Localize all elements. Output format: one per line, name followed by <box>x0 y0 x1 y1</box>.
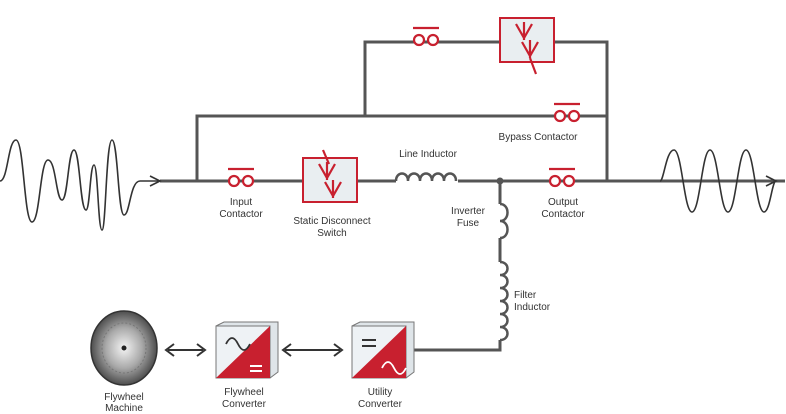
static-switch-label-line1: Static Disconnect <box>293 216 370 227</box>
bypass-line <box>195 114 609 181</box>
inverter-fuse-label-line1: Inverter <box>451 206 486 217</box>
utility-converter-icon <box>351 321 415 379</box>
filter-inductor-label-line1: Filter <box>514 290 537 301</box>
output-contactor-label-line1: Output <box>548 197 578 208</box>
filter-inductor-icon <box>499 260 509 342</box>
inverter-fuse-label-line2: Fuse <box>457 218 480 229</box>
flywheel-converter-icon <box>215 321 279 379</box>
flywheel-converter-label-line1: Flywheel <box>224 387 263 398</box>
output-contactor-label-line2: Contactor <box>541 209 585 220</box>
input-contactor-icon <box>227 167 255 188</box>
output-contactor-icon <box>548 167 576 188</box>
flywheel-disc-icon <box>90 310 158 386</box>
double-arrow-icon <box>281 343 344 357</box>
wiring <box>160 40 785 352</box>
upper-bypass-line <box>363 40 609 116</box>
input-contactor-label-line2: Contactor <box>219 209 263 220</box>
bypass-static-switch-icon <box>499 17 555 75</box>
inverter-branch-bottom <box>413 340 502 352</box>
static-switch-label-line2: Switch <box>317 228 346 239</box>
clean-sine-wave-icon <box>659 149 778 213</box>
flywheel-machine-label-line2: Machine <box>105 403 143 414</box>
bypass-contactor-icon <box>553 102 581 123</box>
utility-converter-label-line1: Utility <box>368 387 392 398</box>
inverter-fuse-icon <box>496 177 509 240</box>
line-inductor-label: Line Inductor <box>399 149 457 160</box>
flywheel-machine-label-line1: Flywheel <box>104 392 143 403</box>
input-contactor-label-line1: Input <box>230 197 252 208</box>
utility-converter-label-line2: Converter <box>358 399 403 410</box>
distorted-sine-wave-icon <box>0 139 162 231</box>
contactor-icon <box>412 26 440 47</box>
double-arrow-icon <box>164 343 207 357</box>
line-inductor-icon <box>394 172 458 186</box>
static-disconnect-switch-icon <box>302 149 358 203</box>
bypass-contactor-label: Bypass Contactor <box>499 132 579 143</box>
flywheel-converter-label-line2: Converter <box>222 399 267 410</box>
filter-inductor-label-line2: Inductor <box>514 302 551 313</box>
